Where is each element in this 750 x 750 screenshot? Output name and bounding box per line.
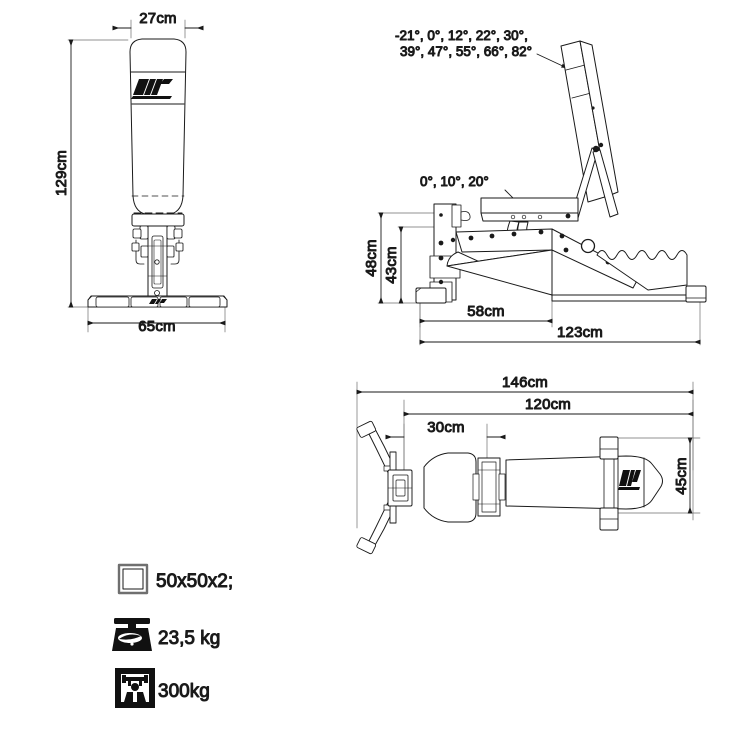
base-logo-icon — [149, 299, 167, 304]
backrest-angles-line-1: -21°, 0°, 12°, 22°, 30°, — [395, 28, 528, 43]
dimension-label-129cm: 129cm — [53, 150, 70, 196]
front-view-adjustment-hardware — [131, 225, 184, 265]
top-view-center-bracket — [472, 457, 506, 517]
spec-legend: 50x50x2; 23,5 kg — [112, 563, 234, 708]
dimension-front-height-total: 129cm — [53, 39, 74, 308]
dimension-label-27cm: 27cm — [139, 10, 176, 27]
side-view: -21°, 0°, 12°, 22°, 30°, 39°, 47°, 55°, … — [363, 28, 707, 346]
square-tube-profile-icon — [117, 563, 149, 595]
bench-press-user-icon — [115, 668, 155, 708]
annotation-backrest-angles: -21°, 0°, 12°, 22°, 30°, 39°, 47°, 55°, … — [395, 28, 568, 69]
spec-label-product-weight: 23,5 kg — [158, 628, 220, 649]
annotation-seat-angles: 0°, 10°, 20° — [420, 174, 525, 210]
seat-angles-line-1: 0°, 10°, 20° — [420, 174, 489, 189]
backrest-angles-line-2: 39°, 47°, 55°, 66°, 82° — [400, 44, 532, 59]
dimension-label-146cm: 146cm — [502, 374, 548, 391]
dimension-top-width-45: 45cm — [673, 437, 693, 514]
dimension-side-height-48: 48cm — [363, 212, 384, 304]
dimension-label-30cm: 30cm — [427, 419, 464, 436]
weighing-scale-icon — [112, 618, 152, 651]
dimension-top-length-30: 30cm — [385, 419, 506, 440]
dimension-side-length-123: 123cm — [419, 324, 701, 345]
dimension-top-length-146: 146cm — [356, 374, 694, 395]
side-view-feet — [415, 285, 707, 304]
dimension-side-length-58: 58cm — [419, 303, 553, 324]
spec-row-product-weight: 23,5 kg — [112, 618, 221, 651]
top-view: 146cm 120cm 30cm 45cm — [356, 374, 701, 555]
front-view-backrest-pad — [129, 38, 187, 215]
top-view-leg-holder — [356, 420, 413, 555]
dimension-label-45cm: 45cm — [673, 457, 690, 494]
top-view-backrest-pad — [505, 455, 663, 510]
dimension-label-120cm: 120cm — [525, 396, 571, 413]
dimension-label-58cm: 58cm — [467, 303, 504, 320]
side-view-ladder-rack — [596, 250, 688, 291]
front-view-pad-collar — [131, 213, 185, 227]
front-view: 27cm 129cm 65cm — [53, 10, 228, 336]
dimension-side-height-43: 43cm — [383, 226, 404, 304]
dimension-label-123cm: 123cm — [557, 324, 603, 341]
brand-logo-icon — [131, 79, 173, 99]
dimension-top-length-120: 120cm — [403, 396, 694, 417]
dimension-label-65cm: 65cm — [138, 318, 175, 335]
dimension-label-48cm: 48cm — [363, 239, 380, 276]
spec-row-tube-profile: 50x50x2; — [117, 563, 234, 595]
spec-label-max-load: 300kg — [158, 681, 210, 702]
dimension-label-43cm: 43cm — [383, 246, 400, 283]
top-view-seat-pad — [423, 452, 477, 523]
dimension-front-width-base: 65cm — [87, 318, 226, 336]
spec-row-max-load: 300kg — [115, 668, 210, 708]
spec-label-tube-profile: 50x50x2; — [156, 571, 233, 592]
side-view-seat-pad — [480, 197, 579, 222]
top-view-logo-icon — [618, 470, 641, 490]
dimension-front-width-top: 27cm — [112, 10, 204, 31]
top-view-rear-posts — [599, 436, 619, 531]
